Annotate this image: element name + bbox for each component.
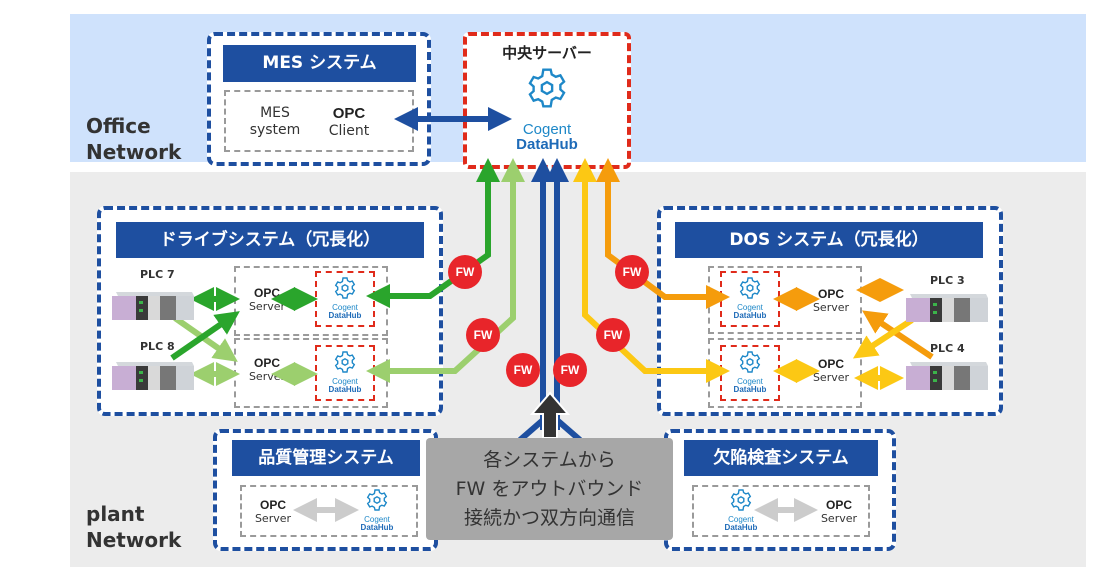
central-gear-icon <box>525 66 569 110</box>
logo-datahub: DataHub <box>733 311 767 320</box>
office-label-line2: Network <box>86 140 182 164</box>
quality-opc-server: OPC Server <box>246 498 300 526</box>
mes-opc-client: OPC Client <box>318 105 380 140</box>
plant-network-label: plant Network <box>86 501 181 553</box>
plc-rack-icon <box>112 362 194 390</box>
plc-rack-icon <box>906 294 988 322</box>
central-server-box <box>463 32 631 169</box>
plc7-device <box>112 288 194 320</box>
opc-label: OPC <box>817 357 844 371</box>
logo-datahub: DataHub <box>328 385 362 394</box>
defect-datahub-logo: Cogent DataHub <box>714 488 768 532</box>
firewall-dos-secondary: FW <box>596 318 630 352</box>
note-line1: 各システムから <box>483 449 616 471</box>
logo-cogent: Cogent <box>737 303 763 312</box>
logo-datahub: DataHub <box>360 523 394 532</box>
plc8-opc1-cross-arrow <box>170 311 240 361</box>
gear-icon <box>334 351 356 373</box>
dos-opc-server-1: OPC Server <box>804 287 858 315</box>
gear-icon <box>739 351 761 373</box>
drive-datahub-logo-1: Cogent DataHub <box>318 276 372 320</box>
mes-system-line1: MES <box>260 105 290 121</box>
logo-cogent: Cogent <box>364 515 390 524</box>
gear-icon <box>730 489 752 511</box>
quality-system-title: 品質管理システム <box>232 440 420 476</box>
plant-label-line1: plant <box>86 502 145 526</box>
opc-label: OPC <box>817 287 844 301</box>
logo-cogent: Cogent <box>332 377 358 386</box>
firewall-drive-primary: FW <box>448 255 482 289</box>
office-network-label: Office Network <box>86 113 181 165</box>
mes-system-line2: system <box>249 122 301 138</box>
firewall-drive-secondary: FW <box>466 318 500 352</box>
logo-datahub: DataHub <box>328 311 362 320</box>
defect-link-branch <box>555 417 582 443</box>
office-label-line1: Office <box>86 114 151 138</box>
outbound-note: 各システムから FW をアウトバウンド 接続かつ双方向通信 <box>426 438 673 540</box>
gear-icon <box>739 277 761 299</box>
server-label: Server <box>254 512 292 525</box>
drive-datahub-logo-2: Cogent DataHub <box>318 350 372 394</box>
firewall-dos-primary: FW <box>615 255 649 289</box>
plc3-opc2-cross-arrow <box>852 317 914 359</box>
drive-datahub-box-2 <box>315 345 375 401</box>
server-label: Server <box>812 371 850 384</box>
mes-opc-label: OPC <box>332 105 366 122</box>
mes-system-title: MES システム <box>223 45 416 82</box>
quality-link-branch <box>518 417 545 443</box>
dos-datahub-box-1 <box>720 271 780 327</box>
gear-icon <box>528 68 566 108</box>
central-datahub-logo: Cogent DataHub <box>495 122 599 153</box>
opc-label: OPC <box>259 498 286 512</box>
firewall-quality: FW <box>506 353 540 387</box>
logo-datahub: DataHub <box>733 385 767 394</box>
plc8-device <box>112 358 194 390</box>
server-label: Server <box>820 512 858 525</box>
dos-datahub-logo-1: Cogent DataHub <box>723 276 777 320</box>
plc3-label: PLC 3 <box>930 274 965 287</box>
dos-opc-server-2: OPC Server <box>804 357 858 385</box>
logo-cogent: Cogent <box>737 377 763 386</box>
note-line3: 接続かつ双方向通信 <box>463 507 635 529</box>
plc-rack-icon <box>112 292 194 320</box>
logo-cogent: Cogent <box>728 515 754 524</box>
plc8-label: PLC 8 <box>140 340 175 353</box>
plc-rack-icon <box>906 362 988 390</box>
mes-system-label: MES system <box>244 105 306 139</box>
opc-label: OPC <box>825 498 852 512</box>
logo-datahub: DataHub <box>724 523 758 532</box>
plc4-label: PLC 4 <box>930 342 965 355</box>
central-server-title: 中央サーバー <box>502 44 592 62</box>
logo-cogent: Cogent <box>522 121 572 138</box>
firewall-defect: FW <box>553 353 587 387</box>
outbound-arrow-icon <box>529 391 571 439</box>
plc7-label: PLC 7 <box>140 268 175 281</box>
mes-client-label: Client <box>328 123 370 139</box>
quality-datahub-logo: Cogent DataHub <box>350 488 404 532</box>
note-line2: FW をアウトバウンド <box>455 478 644 500</box>
dos-datahub-logo-2: Cogent DataHub <box>723 350 777 394</box>
defect-system-title: 欠陥検査システム <box>684 440 878 476</box>
plant-label-line2: Network <box>86 528 182 552</box>
logo-cogent: Cogent <box>332 303 358 312</box>
gear-icon <box>366 489 388 511</box>
server-label: Server <box>812 301 850 314</box>
defect-opc-server: OPC Server <box>812 498 866 526</box>
plc4-opc1-cross-arrow <box>862 310 934 360</box>
logo-datahub: DataHub <box>516 136 578 153</box>
plc4-device <box>906 358 988 390</box>
gear-icon <box>334 277 356 299</box>
plc3-device <box>906 290 988 322</box>
